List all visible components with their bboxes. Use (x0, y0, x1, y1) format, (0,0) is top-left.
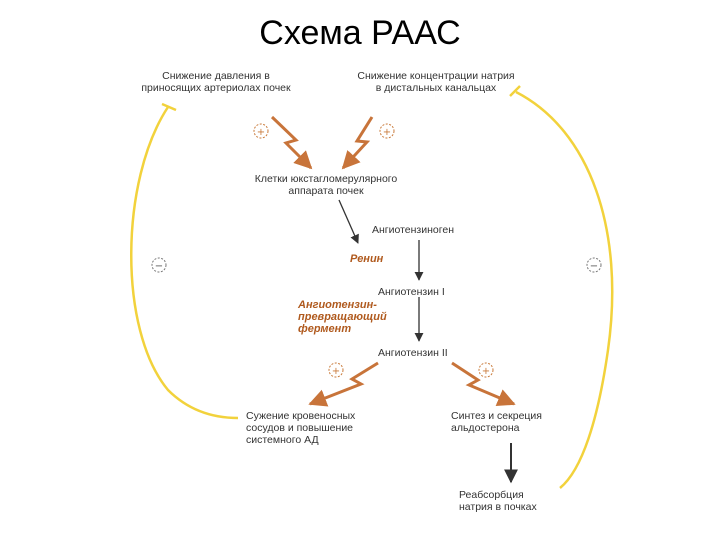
svg-text:−: − (155, 261, 163, 272)
enzyme-renin: Ренин (350, 253, 384, 265)
plus-sign-pressure: + (253, 123, 269, 139)
arrow-jga-to-renin (338, 199, 359, 244)
svg-text:+: + (482, 366, 490, 377)
feedback-arc-left (130, 106, 239, 420)
svg-text:+: + (332, 366, 340, 377)
enzyme-ace: Ангиотензин- превращающий фермент (298, 299, 387, 335)
feedback-arc-right-bar (509, 85, 521, 97)
node-sodium-drop: Снижение концентрации натрия в дистальны… (357, 70, 515, 94)
minus-sign-left: − (151, 257, 167, 273)
activation-arrow-aldosterone (451, 361, 516, 406)
page-title: Схема РААС (259, 14, 461, 52)
svg-text:+: + (383, 127, 391, 138)
node-angiotensin-2: Ангиотензин II (378, 347, 448, 359)
node-angiotensin-1: Ангиотензин I (378, 286, 445, 298)
node-vasoconstriction: Сужение кровеносных сосудов и повышение … (246, 410, 356, 446)
plus-sign-sodium: + (379, 123, 395, 139)
node-jga-cells: Клетки юкстагломерулярного аппарата поче… (254, 173, 398, 197)
feedback-arc-right (515, 90, 614, 489)
svg-text:−: − (590, 261, 598, 272)
activation-arrow-sodium (341, 116, 374, 170)
minus-sign-right: − (586, 257, 602, 273)
feedback-arc-left-bar (161, 102, 177, 112)
activation-arrow-pressure (270, 115, 313, 170)
activation-arrow-vessels (308, 361, 379, 407)
svg-text:+: + (257, 127, 265, 138)
node-reabsorption: Реабсорбция натрия в почках (459, 489, 537, 513)
node-pressure-drop: Снижение давления в приносящих артериола… (141, 70, 291, 94)
plus-sign-aldosterone: + (478, 362, 494, 378)
node-angiotensinogen: Ангиотензиноген (372, 224, 454, 236)
node-aldosterone: Синтез и секреция альдостерона (451, 410, 542, 434)
plus-sign-vessels: + (328, 362, 344, 378)
